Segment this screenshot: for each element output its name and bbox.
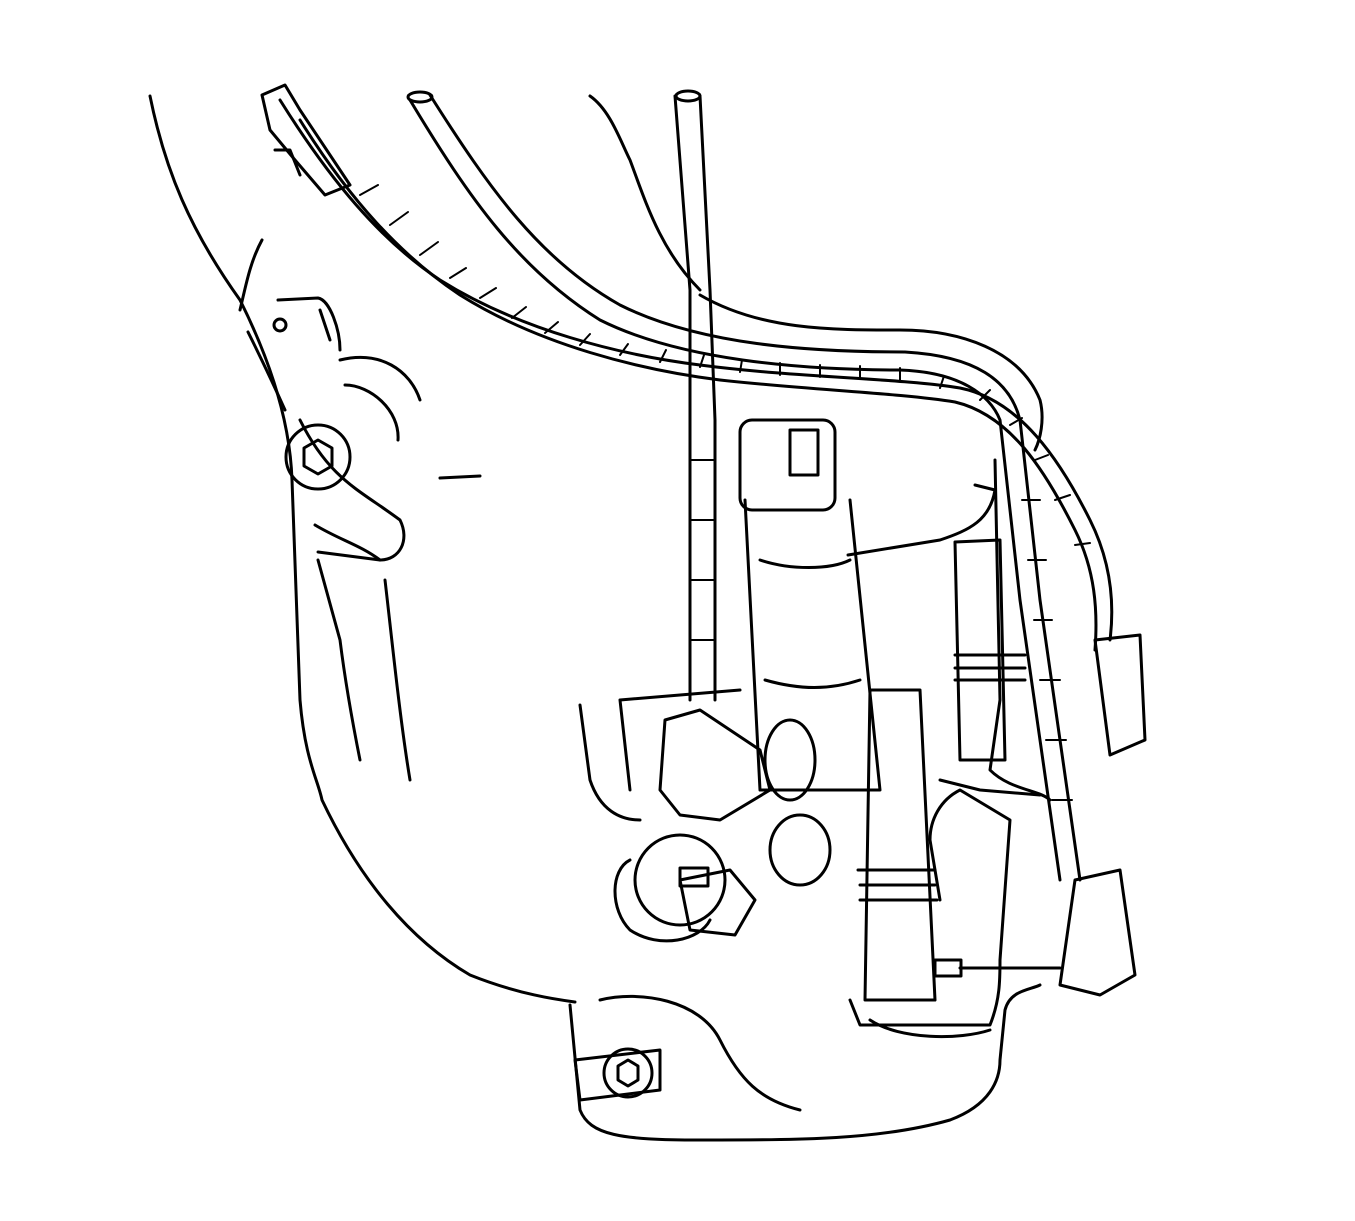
harness-lower-edge: [298, 118, 1098, 652]
reservoir-top-edge-2: [588, 94, 702, 292]
washer-pump-rear: [856, 538, 1027, 1002]
pump-front-rings: [758, 558, 862, 689]
reservoir-sensor-rings: [953, 653, 1027, 682]
hose-sweep-lower: [428, 93, 1082, 882]
panel-dash-1: [438, 474, 482, 480]
pump-rear-rings: [856, 868, 939, 902]
lower-bolt-washer: [602, 1047, 654, 1099]
reservoir-right-wall: [938, 458, 1052, 802]
lower-bolt: [573, 1047, 662, 1102]
reservoir-sensor-body: [953, 538, 1007, 762]
pump-front-connector-latch: [788, 428, 820, 477]
pump-rear-body: [863, 688, 937, 1002]
pump-front-outlet: [763, 718, 817, 802]
panel-ridge-1: [313, 355, 422, 562]
upper-bolt-washer: [284, 423, 352, 491]
pump-front-connector-housing: [738, 418, 837, 512]
hose-sweep-end: [406, 90, 434, 104]
harness-clip-tab: [273, 148, 302, 177]
hose-elbow-connector: [658, 708, 772, 822]
lower-bolt-bracket: [573, 1048, 662, 1102]
hose-sweep-upper: [408, 98, 1062, 882]
panel-hole: [272, 317, 288, 333]
upper-bolt-head: [302, 438, 334, 476]
hose-vertical-end: [674, 89, 702, 103]
level-sensor: [633, 813, 832, 937]
washer-hoses: [278, 89, 1147, 997]
rear-pump-grommet: [768, 813, 832, 887]
reservoir-lower-outline: [568, 983, 1042, 1142]
hose-vertical-left-edge: [673, 94, 692, 702]
reservoir-top-edge: [698, 293, 1044, 452]
pump-grommet: [613, 858, 712, 943]
fender-outline: [148, 94, 577, 1004]
bracket-edge: [276, 296, 406, 562]
panel-ridge-2: [316, 558, 412, 782]
filler-neck-bracket: [578, 688, 742, 822]
reservoir-tank: [568, 94, 1052, 1142]
harness-clip-body: [260, 83, 352, 197]
body-panel: [148, 94, 577, 1004]
lower-bolt-head: [616, 1058, 640, 1088]
reservoir-mid-shelf: [846, 483, 997, 557]
panel-dash-2: [318, 308, 332, 342]
vertical-hose-marks: [689, 459, 716, 641]
level-sensor-latch: [678, 866, 710, 888]
fender-inner-edge: [238, 238, 287, 412]
level-sensor-connector: [678, 868, 757, 937]
level-sensor-boss: [633, 833, 727, 927]
upper-bolt: [284, 423, 352, 491]
harness-segments: [359, 184, 1091, 801]
harness-end-connector: [1093, 633, 1147, 757]
pump-front-body: [743, 498, 882, 792]
washer-pump-front: [738, 418, 882, 802]
hose-right-elbow: [1058, 868, 1137, 997]
reservoir-inner-frame: [848, 788, 1012, 1027]
harness-clip: [260, 83, 352, 197]
harness-tape-marks: [359, 184, 1091, 546]
right-hose-marks: [1021, 499, 1073, 801]
